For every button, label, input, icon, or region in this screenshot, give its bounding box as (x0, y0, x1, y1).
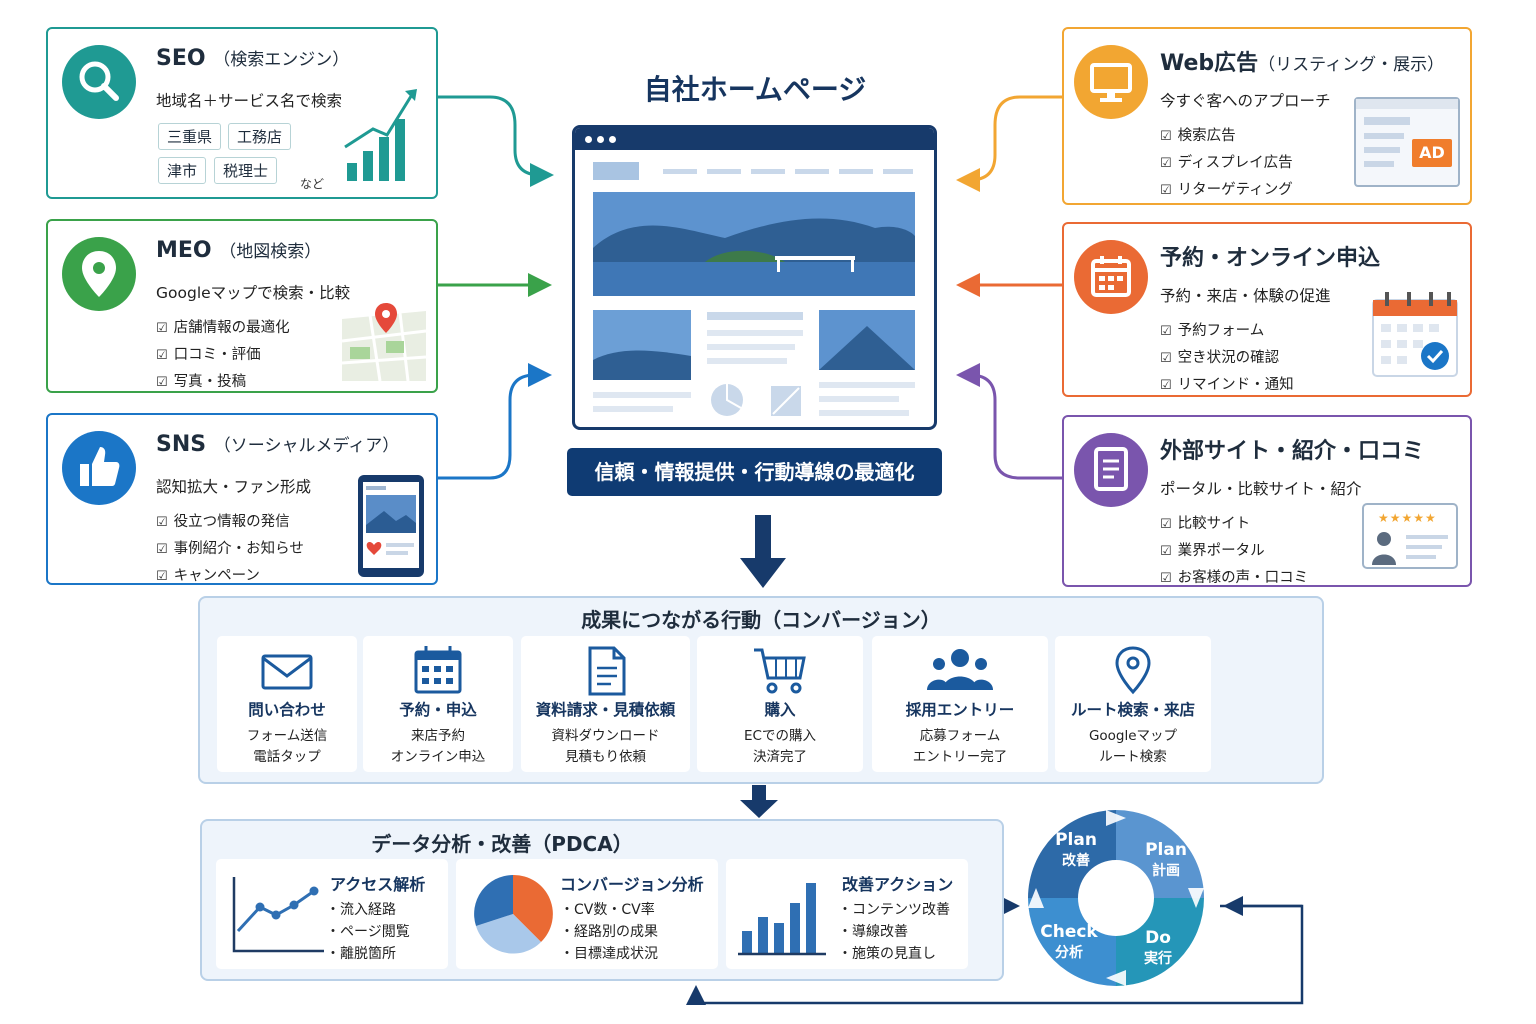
mail-icon (261, 654, 313, 690)
pdca-segment-plan-right (1116, 810, 1204, 898)
booking-desc: 予約・来店・体験の促進 (1160, 287, 1331, 305)
list-item: ディスプレイ広告 (1160, 150, 1293, 177)
meo-list: 店舗情報の最適化 口コミ・評価 写真・投稿 (156, 315, 290, 396)
calendar-check-icon (1372, 292, 1458, 377)
review-bubble-icon: ★★★★★ (1362, 503, 1458, 569)
external-list: 比較サイト 業界ポータル お客様の声・口コミ (1160, 511, 1309, 592)
conversion-item: 問い合わせ フォーム送信 電話タップ (217, 636, 357, 772)
map-illustration-icon (341, 303, 427, 382)
homepage-banner: 信頼・情報提供・行動導線の最適化 (567, 448, 942, 496)
meo-desc: Googleマップで検索・比較 (156, 284, 351, 302)
booking-title: 予約・オンライン申込 (1160, 246, 1381, 271)
line-chart-icon (232, 877, 324, 953)
list-item: 検索広告 (1160, 123, 1293, 150)
booking-list: 予約フォーム 空き状況の確認 リマインド・通知 (1160, 318, 1294, 399)
meo-card: MEO （地図検索） Googleマップで検索・比較 店舗情報の最適化 口コミ・… (46, 219, 438, 393)
booking-card: 予約・オンライン申込 予約・来店・体験の促進 予約フォーム 空き状況の確認 リマ… (1062, 222, 1472, 397)
ad-window-icon: AD (1354, 97, 1460, 187)
sns-list: 役立つ情報の発信 事例紹介・お知らせ キャンペーン (156, 509, 304, 590)
keyword-tag: 工務店 (228, 123, 292, 150)
document-icon (588, 646, 625, 696)
keyword-tag: 三重県 (158, 123, 222, 150)
homepage-title: 自社ホームページ (643, 73, 867, 106)
down-arrow-main (740, 515, 786, 588)
down-arrow-second (740, 785, 778, 818)
web-ad-title: Web広告（リスティング・展示） (1160, 51, 1445, 76)
seo-connector (438, 95, 554, 187)
list-item: 店舗情報の最適化 (156, 315, 290, 342)
seo-card: SEO （検索エンジン） 地域名＋サービス名で検索 三重県 工務店 津市 税理士… (46, 27, 438, 199)
seo-title: SEO （検索エンジン） (156, 46, 350, 71)
external-desc: ポータル・比較サイト・紹介 (1160, 480, 1362, 498)
conversion-item: 資料請求・見積依頼 資料ダウンロード 見積もり依頼 (521, 636, 690, 772)
keyword-tag: 税理士 (214, 157, 278, 184)
cart-icon (754, 648, 806, 694)
web-ad-list: 検索広告 ディスプレイ広告 リターゲティング (1160, 123, 1293, 204)
people-icon (927, 649, 993, 690)
web-ad-connector (956, 95, 1062, 192)
analysis-item: アクセス解析 ・流入経路 ・ページ閲覧 ・離脱箇所 (216, 859, 448, 969)
list-item: 口コミ・評価 (156, 342, 290, 369)
web-ad-card: Web広告（リスティング・展示） 今すぐ客へのアプローチ 検索広告 ディスプレイ… (1062, 27, 1472, 205)
conversion-title: 成果につながる行動（コンバージョン） (581, 608, 941, 632)
conversion-item: 購入 ECでの購入 決済完了 (697, 636, 863, 772)
seo-desc: 地域名＋サービス名で検索 (156, 92, 343, 110)
analysis-item: コンバージョン分析 ・CV数・CV率 ・経路別の成果 ・目標達成状況 (456, 859, 718, 969)
document-icon (1074, 433, 1148, 507)
browser-titlebar (575, 128, 934, 150)
meo-title: MEO （地図検索） (156, 238, 322, 263)
external-card: 外部サイト・紹介・口コミ ポータル・比較サイト・紹介 比較サイト 業界ポータル … (1062, 415, 1472, 587)
calendar-icon (1074, 240, 1148, 314)
sns-card: SNS （ソーシャルメディア） 認知拡大・ファン形成 役立つ情報の発信 事例紹介… (46, 413, 438, 585)
ad-badge: AD (1412, 139, 1452, 167)
smartphone-icon (358, 475, 424, 577)
list-item: キャンペーン (156, 563, 304, 590)
thumbs-up-icon (62, 431, 136, 505)
list-item: 役立つ情報の発信 (156, 509, 304, 536)
conversion-item: 予約・申込 来店予約 オンライン申込 (363, 636, 513, 772)
list-item: お客様の声・口コミ (1160, 565, 1309, 592)
list-item: リターゲティング (1160, 177, 1293, 204)
rating-stars: ★★★★★ (1378, 511, 1437, 525)
pdca-segment-plan-top (1028, 810, 1116, 898)
list-item: 予約フォーム (1160, 318, 1294, 345)
pdca-cycle (1028, 810, 1204, 986)
external-title: 外部サイト・紹介・口コミ (1160, 439, 1425, 464)
list-item: 写真・投稿 (156, 369, 290, 396)
analysis-title: データ分析・改善（PDCA） (371, 832, 633, 856)
bar-chart-icon (738, 883, 826, 956)
sns-title: SNS （ソーシャルメディア） (156, 432, 400, 457)
conversion-item: ルート検索・来店 Googleマップ ルート検索 (1055, 636, 1211, 772)
external-connector (956, 363, 1062, 480)
pdca-segment-do (1116, 898, 1204, 986)
map-pin-icon (62, 237, 136, 311)
browser-mockup (572, 125, 937, 430)
calendar-icon (414, 646, 462, 694)
web-ad-desc: 今すぐ客へのアプローチ (1160, 92, 1331, 110)
keyword-tag: 津市 (158, 157, 207, 184)
seo-note: など (300, 177, 325, 191)
map-pin-icon (1115, 646, 1151, 695)
list-item: 比較サイト (1160, 511, 1308, 538)
webpage-wireframe (593, 162, 915, 416)
sns-desc: 認知拡大・ファン形成 (156, 478, 312, 496)
analysis-item: 改善アクション ・コンテンツ改善 ・導線改善 ・施策の見直し (726, 859, 968, 969)
conversion-item: 採用エントリー 応募フォーム エントリー完了 (872, 636, 1048, 772)
pdca-segment-check (1028, 898, 1116, 986)
list-item: 業界ポータル (1160, 538, 1308, 565)
pie-chart-icon (474, 874, 553, 954)
sns-connector (438, 363, 552, 480)
list-item: 空き状況の確認 (1160, 345, 1294, 372)
search-icon (62, 45, 136, 119)
growth-chart-icon (344, 89, 417, 181)
list-item: 事例紹介・お知らせ (156, 536, 304, 563)
list-item: リマインド・通知 (1160, 372, 1294, 399)
monitor-icon (1074, 45, 1148, 119)
